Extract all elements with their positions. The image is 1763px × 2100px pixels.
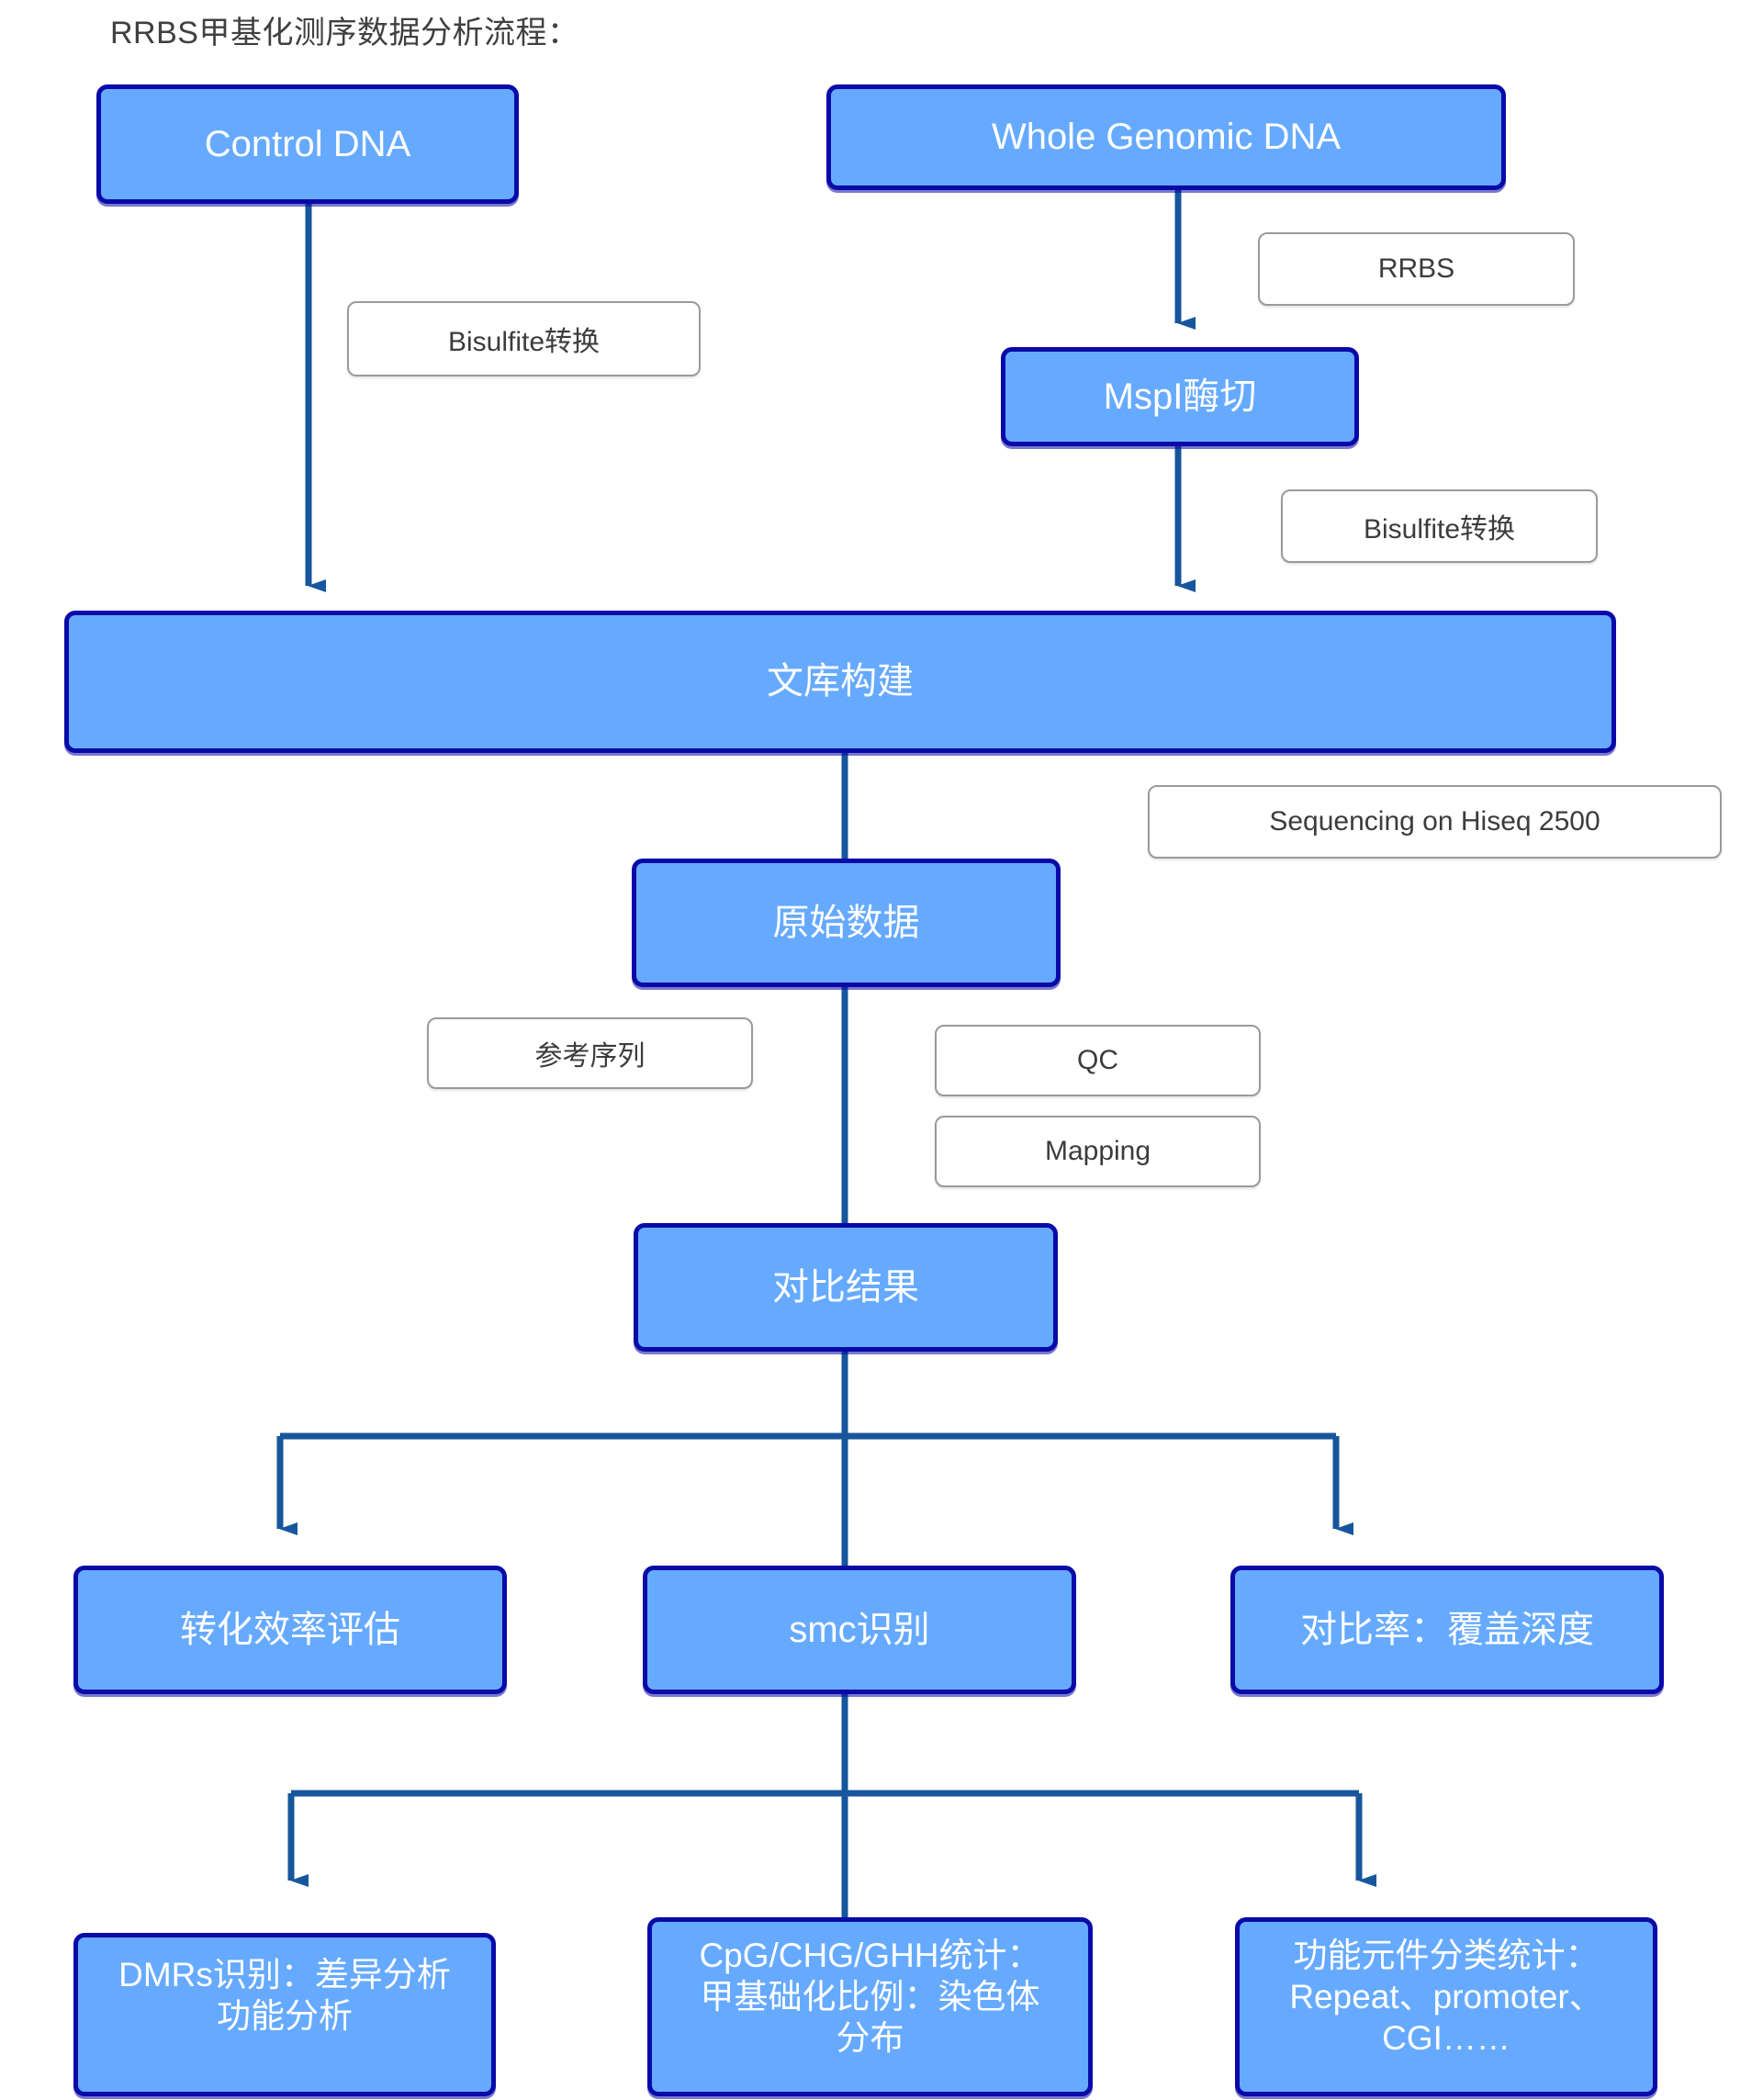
tag-mapping-label: Mapping <box>1044 1136 1151 1166</box>
node-control-dna[interactable]: Control DNA <box>96 84 519 204</box>
node-mapping-rate-coverage[interactable]: 对比率：覆盖深度 <box>1230 1566 1664 1694</box>
page-title: RRBS甲基化测序数据分析流程： <box>110 16 579 51</box>
node-whole-genomic-dna[interactable]: Whole Genomic DNA <box>826 84 1506 190</box>
node-conversion-efficiency-label: 转化效率评估 <box>180 1609 400 1650</box>
node-raw-data-label: 原始数据 <box>772 902 920 943</box>
tag-rrbs[interactable]: RRBS <box>1258 232 1575 306</box>
node-mspi-digestion[interactable]: MspI酶切 <box>1001 347 1359 446</box>
node-smc-identification[interactable]: smc识别 <box>643 1566 1076 1694</box>
node-mspi-digestion-label: MspI酶切 <box>1103 376 1257 417</box>
node-functional-element-statistics[interactable]: 功能元件分类统计： Repeat、promoter、 CGI…… <box>1235 1917 1657 2096</box>
node-alignment-result[interactable]: 对比结果 <box>634 1223 1058 1352</box>
tag-reference-sequence-label: 参考序列 <box>534 1041 646 1072</box>
tag-bisulfite-conversion-right-label: Bisulfite转换 <box>1363 514 1516 545</box>
tag-bisulfite-conversion-right[interactable]: Bisulfite转换 <box>1281 489 1598 563</box>
node-library-construction-label: 文库构建 <box>767 661 914 702</box>
node-cpg-statistics-label: CpG/CHG/GHH统计： 甲基础化比例：染色体 分布 <box>699 1937 1041 2058</box>
tag-rrbs-label: RRBS <box>1377 253 1455 284</box>
node-library-construction[interactable]: 文库构建 <box>64 611 1616 753</box>
tag-sequencing-hiseq-label: Sequencing on Hiseq 2500 <box>1269 806 1600 837</box>
node-smc-identification-label: smc识别 <box>789 1609 930 1650</box>
node-raw-data[interactable]: 原始数据 <box>632 859 1061 987</box>
node-control-dna-label: Control DNA <box>204 123 411 164</box>
tag-mapping[interactable]: Mapping <box>935 1116 1261 1187</box>
node-functional-element-statistics-label: 功能元件分类统计： Repeat、promoter、 CGI…… <box>1289 1937 1603 2058</box>
node-mapping-rate-coverage-label: 对比率：覆盖深度 <box>1300 1609 1594 1650</box>
tag-qc-label: QC <box>1077 1045 1118 1075</box>
node-cpg-statistics[interactable]: CpG/CHG/GHH统计： 甲基础化比例：染色体 分布 <box>647 1917 1093 2096</box>
tag-sequencing-hiseq[interactable]: Sequencing on Hiseq 2500 <box>1148 785 1722 859</box>
tag-bisulfite-conversion-left[interactable]: Bisulfite转换 <box>347 301 701 376</box>
node-dmrs-identification[interactable]: DMRs识别：差异分析 功能分析 <box>73 1933 496 2096</box>
node-whole-genomic-dna-label: Whole Genomic DNA <box>991 117 1342 158</box>
node-dmrs-identification-label: DMRs识别：差异分析 功能分析 <box>118 1956 451 2036</box>
node-alignment-result-label: 对比结果 <box>772 1266 919 1308</box>
tag-qc[interactable]: QC <box>935 1025 1261 1096</box>
tag-bisulfite-conversion-left-label: Bisulfite转换 <box>447 327 601 357</box>
node-conversion-efficiency[interactable]: 转化效率评估 <box>73 1566 507 1694</box>
tag-reference-sequence[interactable]: 参考序列 <box>427 1017 753 1089</box>
